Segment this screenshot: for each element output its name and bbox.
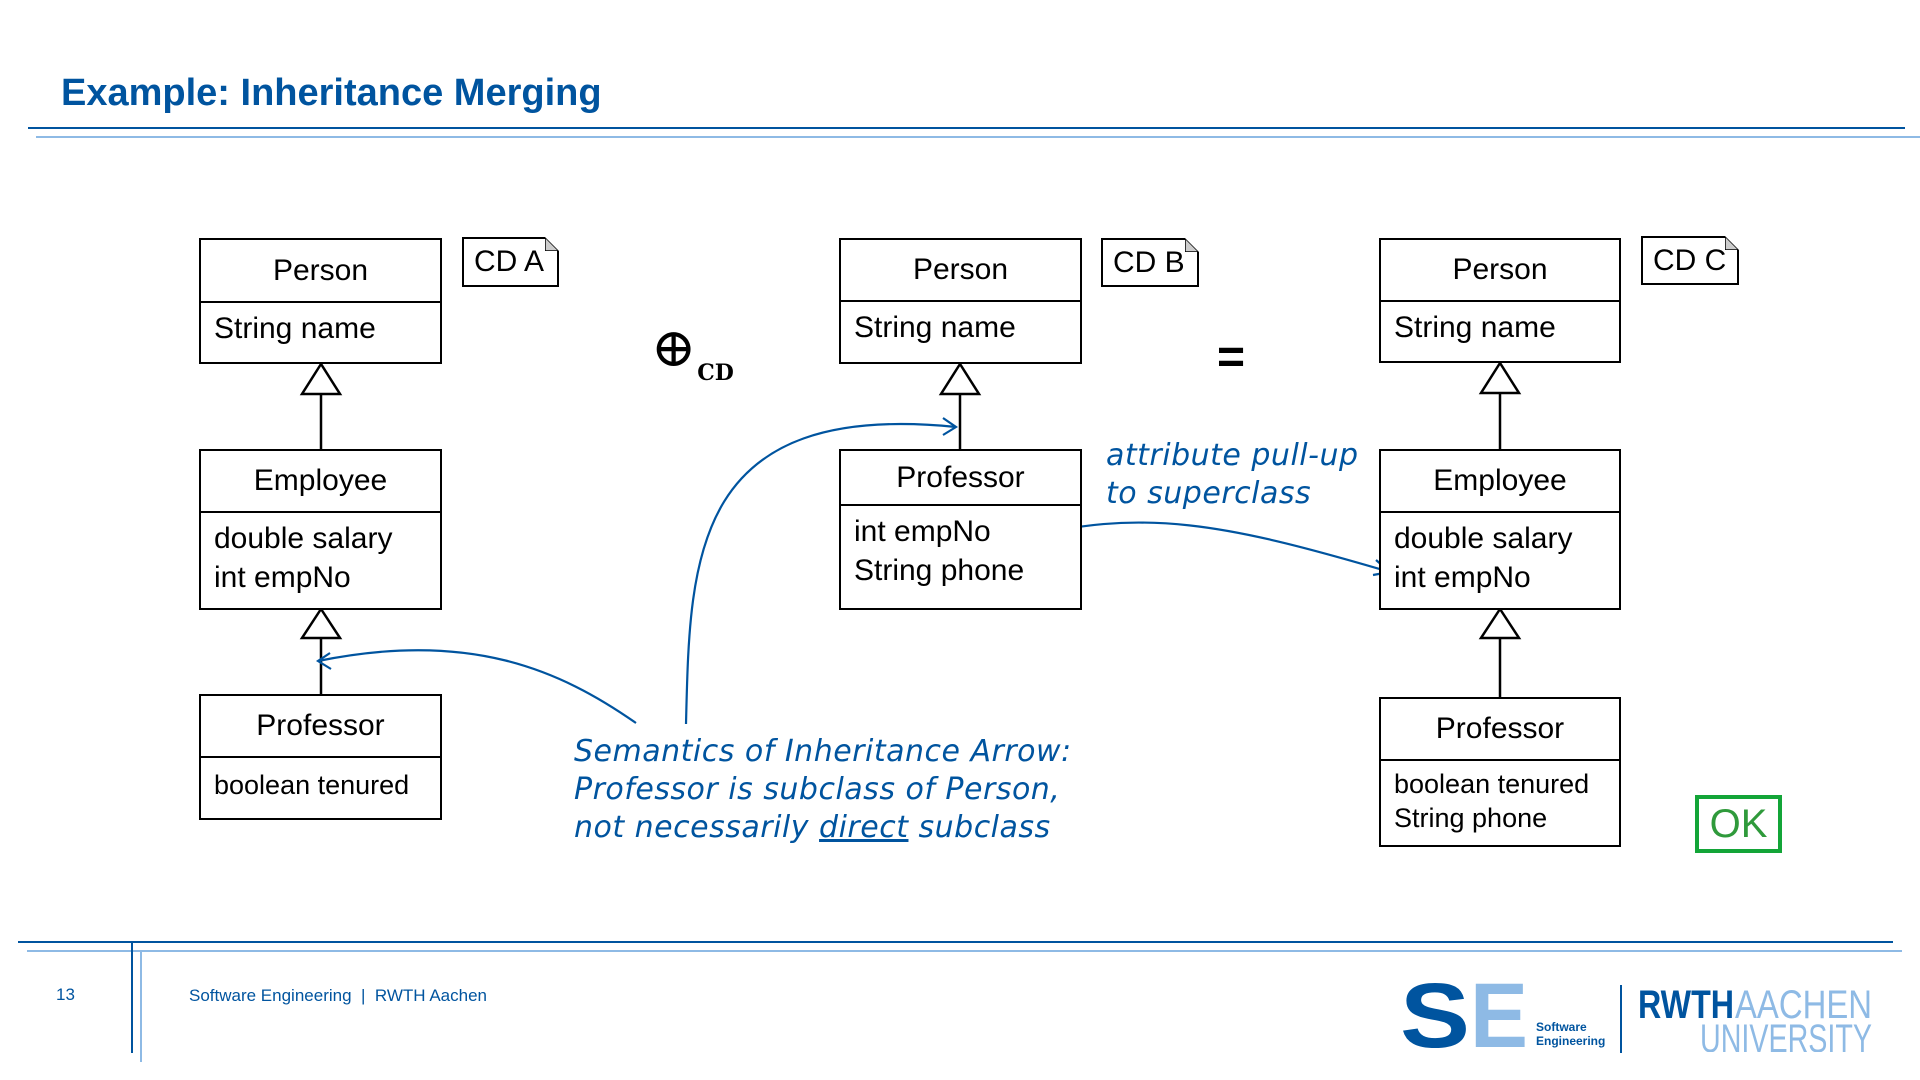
attribute: double salary (214, 522, 393, 555)
svg-text:E: E (1470, 980, 1528, 1052)
attribute: String phone (1394, 803, 1548, 833)
attribute: String name (214, 312, 376, 345)
class-name: Person (201, 240, 440, 303)
note-fold-icon (545, 237, 559, 251)
attribute: boolean tenured (214, 770, 410, 800)
attribute: int empNo (854, 515, 991, 548)
class-attributes: boolean tenured (201, 758, 440, 802)
class-attributes: boolean tenured String phone (1381, 761, 1619, 835)
annotation-arrow-to-cd-b (684, 422, 957, 725)
diagram-label: CD C (1653, 243, 1727, 277)
rwth-logo-mark: RWTH AACHEN UNIVERSITY (1638, 983, 1872, 1061)
cd-c-class-professor: Professor boolean tenured String phone (1379, 697, 1621, 847)
cd-b-class-person: Person String name (839, 238, 1082, 364)
pull-up-annotation: attribute pull-up to superclass (1106, 437, 1359, 513)
class-name: Person (841, 240, 1080, 302)
diagram-label: CD B (1113, 245, 1185, 279)
footer-rule-dark (18, 941, 1893, 943)
annotation-line: Semantics of Inheritance Arrow: (574, 734, 1072, 769)
se-logo: S E Software Engineering (1400, 980, 1610, 1052)
generalization-arrowhead (1478, 606, 1522, 640)
se-logo-mark: S E (1400, 980, 1528, 1052)
annotation-emphasis: direct (819, 810, 909, 845)
slide-title: Example: Inheritance Merging (61, 72, 602, 114)
class-attributes: double salary int empNo (201, 513, 440, 597)
attribute: String name (854, 311, 1016, 344)
cd-a-class-professor: Professor boolean tenured (199, 694, 442, 820)
class-attributes: String name (201, 303, 440, 348)
merge-subscript: CD (697, 360, 734, 386)
cd-c-class-person: Person String name (1379, 238, 1621, 363)
attribute: int empNo (1394, 561, 1531, 594)
class-attributes: double salary int empNo (1381, 513, 1619, 597)
note-fold-icon (1725, 236, 1739, 250)
class-attributes: String name (841, 302, 1080, 347)
annotation-line: Professor is subclass of Person, (574, 772, 1061, 807)
arrowhead (315, 652, 332, 670)
cd-c-label: CD C (1641, 236, 1739, 285)
attribute: String name (1394, 311, 1556, 344)
attribute: String phone (854, 554, 1025, 587)
se-logo-text: Software Engineering (1536, 1020, 1605, 1048)
merge-symbol: ⊕ (651, 316, 697, 379)
rwth-wordmark: RWTH (1638, 983, 1734, 1027)
generalization-arrowhead (299, 606, 343, 640)
attribute: double salary (1394, 522, 1573, 555)
university-wordmark: UNIVERSITY (1700, 1017, 1872, 1052)
footer-text: Software Engineering | RWTH Aachen (189, 986, 487, 1005)
annotation-text: not necessarily (574, 810, 820, 845)
logo-divider (1620, 985, 1622, 1053)
annotation-line: not necessarily direct subclass (574, 809, 1072, 847)
rwth-logo: RWTH AACHEN UNIVERSITY (1638, 982, 1878, 1061)
class-name: Person (1381, 240, 1619, 302)
note-fold-icon (1185, 238, 1199, 252)
footer-divider-light (140, 950, 142, 1062)
diagram-label: CD A (474, 245, 545, 278)
header-rule-light (36, 136, 1920, 138)
cd-a-class-person: Person String name (199, 238, 442, 364)
cd-c-class-employee: Employee double salary int empNo (1379, 449, 1621, 610)
generalization-arrowhead (299, 361, 343, 396)
cd-b-class-professor: Professor int empNo String phone (839, 449, 1082, 610)
header-rule-dark (28, 127, 1905, 129)
annotation-text: subclass (908, 810, 1051, 845)
class-name: Employee (201, 451, 440, 513)
class-name: Employee (1381, 451, 1619, 513)
class-name: Professor (841, 451, 1080, 506)
class-attributes: String name (1381, 302, 1619, 347)
cd-a-label: CD A (462, 237, 559, 287)
class-name: Professor (201, 696, 440, 758)
cd-a-class-employee: Employee double salary int empNo (199, 449, 442, 610)
generalization-arrowhead (938, 361, 982, 396)
annotation-arrow-to-cd-a (317, 649, 637, 724)
class-attributes: int empNo String phone (841, 506, 1080, 590)
generalization-arrowhead (1478, 360, 1522, 395)
se-logo-line: Software (1536, 1020, 1587, 1034)
inheritance-semantics-annotation: Semantics of Inheritance Arrow: Professo… (574, 733, 1072, 847)
svg-text:S: S (1400, 980, 1470, 1052)
aachen-wordmark: AACHEN (1735, 983, 1872, 1027)
merge-operator: ⊕CD (651, 316, 734, 387)
page-number: 13 (56, 985, 75, 1004)
ok-badge: OK (1695, 795, 1782, 853)
cd-b-label: CD B (1101, 238, 1199, 287)
attribute: int empNo (214, 561, 351, 594)
se-logo-line: Engineering (1536, 1034, 1606, 1048)
equals-sign: = (1217, 331, 1246, 384)
class-name: Professor (1381, 699, 1619, 761)
annotation-line: attribute pull-up (1106, 438, 1359, 473)
arrowhead (942, 417, 959, 436)
footer-divider-dark (131, 941, 133, 1053)
footer-rule-light (27, 950, 1902, 952)
attribute: boolean tenured (1394, 769, 1590, 799)
annotation-line: to superclass (1106, 476, 1312, 511)
